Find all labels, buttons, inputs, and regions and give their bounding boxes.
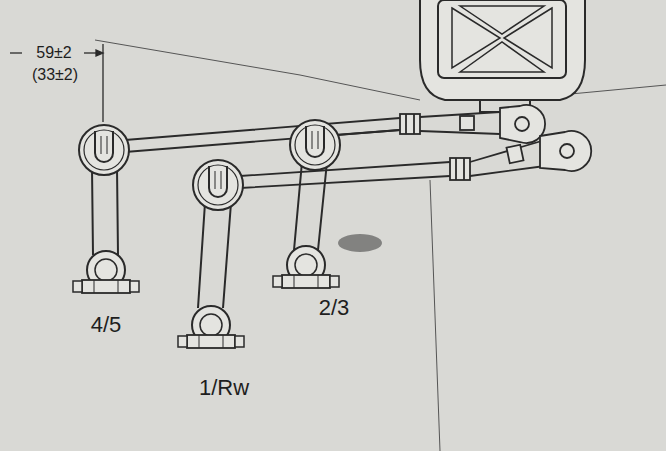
gear-position-label: 4/5 — [91, 313, 122, 337]
background-lines — [95, 40, 666, 451]
shift-levers — [73, 120, 340, 348]
ink-smudge — [338, 234, 382, 252]
gear-position-label: 2/3 — [319, 296, 350, 320]
shift-mechanism — [420, 0, 585, 112]
dimension-leader — [10, 44, 103, 122]
dimension-label: (33±2) — [32, 66, 78, 84]
dimension-label: 59±2 — [36, 44, 71, 62]
gear-position-label: 1/Rw — [199, 376, 249, 400]
